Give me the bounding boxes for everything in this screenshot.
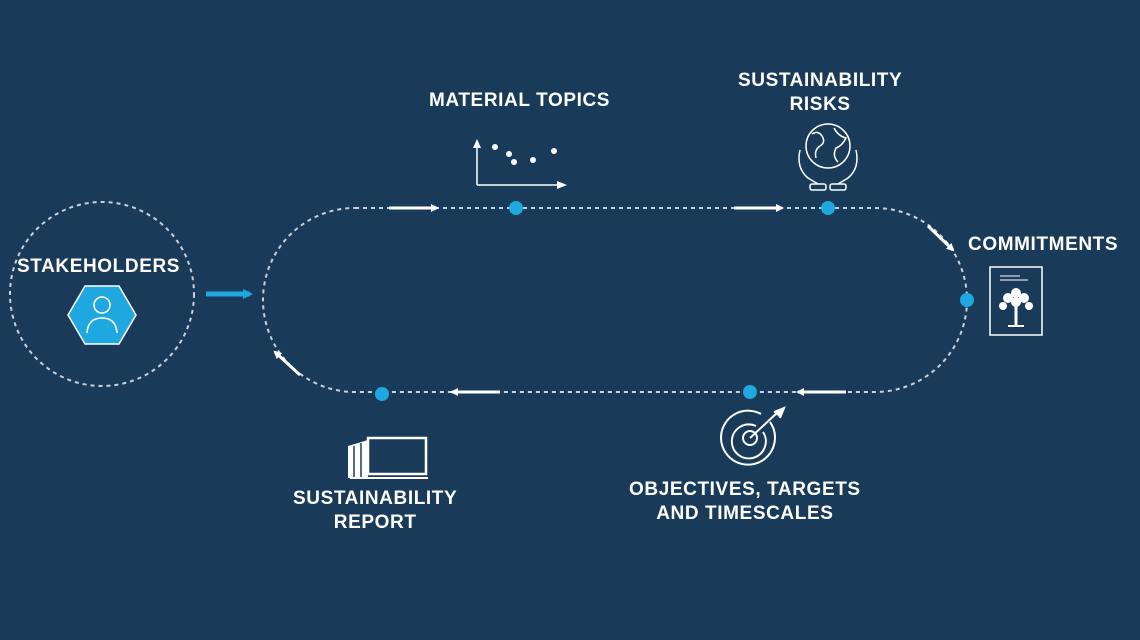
stakeholders-label: STAKEHOLDERS bbox=[17, 256, 181, 277]
globe-in-hands-icon bbox=[798, 123, 858, 191]
node-report bbox=[375, 387, 389, 401]
sustainability-risks-label-line2: RISKS bbox=[789, 94, 851, 115]
open-book-icon bbox=[348, 436, 428, 479]
sustainability-risks-label: SUSTAINABILITY RISKS bbox=[738, 69, 902, 117]
commitments-label: COMMITMENTS bbox=[968, 234, 1119, 255]
scatter-plot-icon bbox=[473, 139, 567, 189]
sustainability-risks-label-line1: SUSTAINABILITY bbox=[738, 70, 903, 91]
target-arrow-icon bbox=[720, 406, 786, 466]
material-topics-label: MATERIAL TOPICS bbox=[429, 90, 611, 111]
process-loop bbox=[262, 207, 968, 393]
tree-document-icon bbox=[989, 266, 1043, 336]
node-commitments bbox=[960, 293, 974, 307]
report-label: SUSTAINABILITY REPORT bbox=[293, 487, 457, 535]
node-sustainability-risks bbox=[821, 201, 835, 215]
flow-arrow-right-corner bbox=[926, 224, 955, 252]
person-hexagon-icon bbox=[67, 285, 137, 345]
objectives-label-line2: AND TIMESCALES bbox=[656, 503, 834, 524]
stakeholders-circle bbox=[9, 201, 195, 387]
objectives-label: OBJECTIVES, TARGETS AND TIMESCALES bbox=[629, 478, 861, 526]
report-label-line1: SUSTAINABILITY bbox=[293, 488, 458, 509]
flow-arrow-left-corner bbox=[273, 350, 302, 377]
report-label-line2: REPORT bbox=[333, 512, 417, 533]
node-material-topics bbox=[509, 201, 523, 215]
node-objectives bbox=[743, 385, 757, 399]
objectives-label-line1: OBJECTIVES, TARGETS bbox=[629, 479, 861, 500]
